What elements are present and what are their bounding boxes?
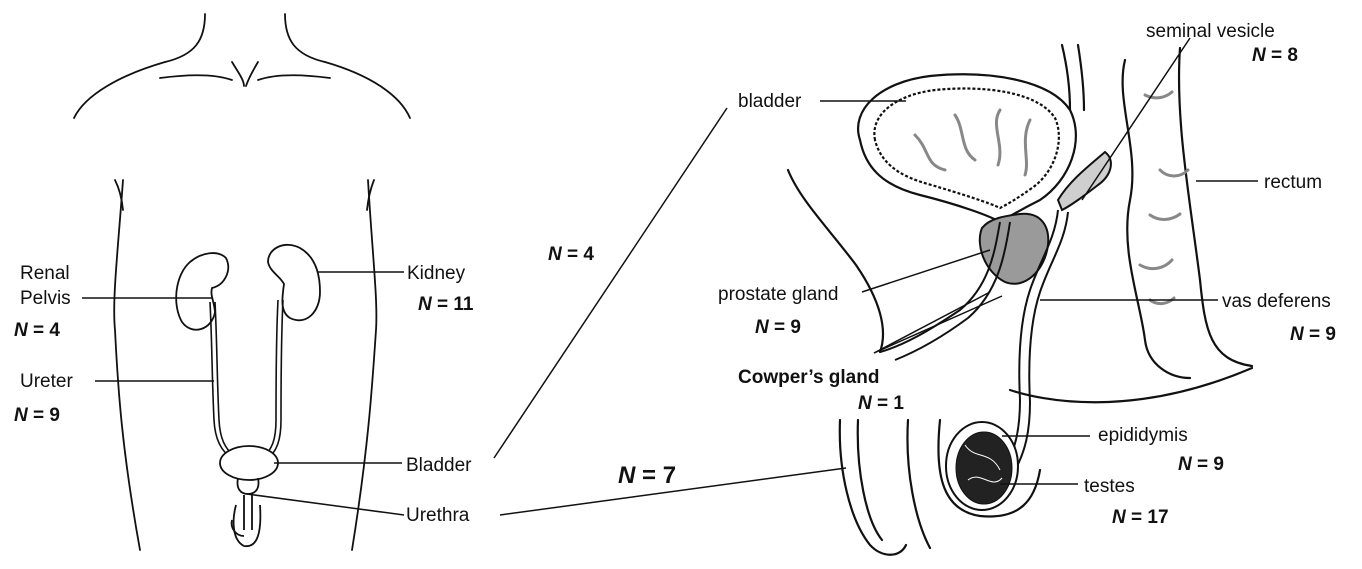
kidney-count-value: 11 <box>453 294 473 315</box>
right-kidney <box>268 245 320 320</box>
bladder-label-right: bladder <box>738 92 801 111</box>
urethra-connector-count-value: 7 <box>663 462 676 489</box>
prostate-gland-label: prostate gland <box>718 285 838 304</box>
kidney-count: N = 11 <box>418 295 473 314</box>
epididymis-count: N = 9 <box>1178 455 1224 474</box>
renal-pelvis-label-line1: Renal <box>20 264 70 283</box>
seminal-vesicle-count-value: 8 <box>1287 45 1298 66</box>
rectum-label: rectum <box>1264 173 1322 192</box>
cross-connectors <box>494 108 846 515</box>
renal-pelvis-label-line2: Pelvis <box>20 289 71 308</box>
prostate <box>980 214 1048 284</box>
urethra-connector-count: N = 7 <box>618 464 676 488</box>
seminal-vesicle-label: seminal vesicle <box>1146 22 1275 41</box>
bladder-label-left: Bladder <box>406 456 472 475</box>
cowpers-gland-label: Cowper’s gland <box>738 368 879 387</box>
testes-count-value: 17 <box>1147 507 1168 528</box>
testis <box>946 422 1018 510</box>
prostate-gland-count-value: 9 <box>790 317 801 338</box>
kidney-label: Kidney <box>407 264 465 283</box>
urethra-label: Urethra <box>406 506 469 525</box>
seminal-vesicle-count: N = 8 <box>1252 46 1298 65</box>
vas-deferens-count: N = 9 <box>1290 325 1336 344</box>
renal-pelvis-count: N = 4 <box>14 321 60 340</box>
renal-pelvis-count-value: 4 <box>49 320 60 341</box>
cowpers-gland-count-value: 1 <box>893 393 904 414</box>
epididymis-count-value: 9 <box>1213 454 1224 475</box>
ureter-label: Ureter <box>20 372 73 391</box>
ureter-count-value: 9 <box>49 405 60 426</box>
testes-label: testes <box>1084 477 1135 496</box>
kidneys <box>176 245 320 330</box>
left-kidney <box>176 253 228 330</box>
testes-count: N = 17 <box>1112 508 1169 527</box>
ureter-count: N = 9 <box>14 406 60 425</box>
left-bladder-urethra <box>220 446 278 546</box>
bladder-connector-count: N = 4 <box>548 245 594 264</box>
bladder-connector-count-value: 4 <box>583 244 594 265</box>
cowpers-gland-count: N = 1 <box>858 394 904 413</box>
vas-deferens-count-value: 9 <box>1325 324 1336 345</box>
prostate-gland-count: N = 9 <box>755 318 801 337</box>
vas-deferens-label: vas deferens <box>1222 292 1331 311</box>
epididymis-label: epididymis <box>1098 426 1188 445</box>
ureters <box>210 300 283 460</box>
